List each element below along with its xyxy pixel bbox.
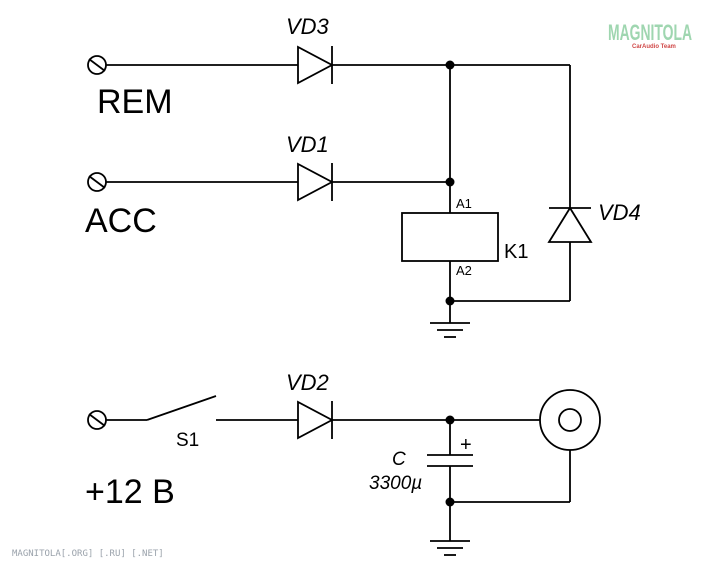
plus12-label: +12 B: [85, 473, 175, 511]
diode-vd3-icon: [297, 45, 334, 85]
indicator-lamp-icon: [539, 389, 601, 451]
acc-input: [87, 172, 107, 192]
acc-label: ACC: [85, 202, 157, 240]
ground-icon: [430, 322, 470, 338]
magnitola-logo: MAGNITOLA CarAudio Team: [608, 20, 692, 50]
vd1-label: VD1: [286, 132, 329, 157]
junction-dot: [445, 177, 455, 187]
plus12-input: [87, 410, 107, 430]
junction-dot: [445, 60, 455, 70]
a2-pin-label: A2: [456, 263, 472, 278]
vd3-label: VD3: [286, 14, 330, 39]
junction-dot: [445, 497, 455, 507]
junction-dot: [445, 415, 455, 425]
junction-dot: [445, 296, 455, 306]
capacitor-name-label: C: [392, 449, 406, 470]
a1-pin-label: A1: [456, 196, 472, 211]
footer-watermark: MAGNITOLA[.ORG] [.RU] [.NET]: [12, 549, 164, 559]
s1-label: S1: [176, 430, 199, 451]
diode-vd4-icon: [547, 206, 593, 243]
k1-label: K1: [504, 241, 528, 263]
vd4-label: VD4: [598, 200, 641, 225]
ground-icon: [430, 540, 470, 556]
capacitor-polarity-label: +: [460, 434, 472, 456]
rem-input: [87, 55, 107, 75]
rem-label: REM: [97, 83, 173, 121]
capacitor-c-icon: [427, 454, 473, 467]
capacitor-value-label: 3300µ: [369, 473, 422, 494]
logo-brand-text: MAGNITOLA: [608, 20, 692, 45]
vd2-label: VD2: [286, 370, 329, 395]
switch-s1-icon: [146, 395, 217, 421]
logo-tagline-text: CarAudio Team: [632, 44, 676, 50]
relay-k1-coil: [401, 212, 499, 262]
diode-vd1-icon: [297, 162, 334, 202]
diode-vd2-icon: [297, 400, 334, 440]
